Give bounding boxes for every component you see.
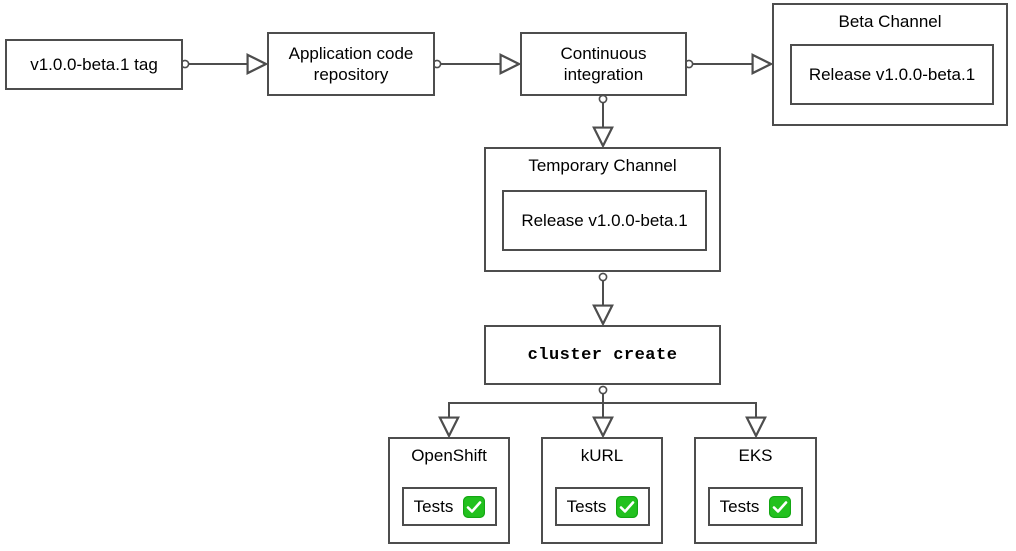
node-temporary-channel-release-label: Release v1.0.0-beta.1	[521, 211, 688, 230]
node-eks-title: EKS	[738, 446, 773, 465]
node-beta-channel-release-label: Release v1.0.0-beta.1	[808, 65, 976, 84]
node-kurl-title: kURL	[580, 446, 624, 465]
check-green-icon	[769, 495, 792, 518]
node-openshift-tests[interactable]: Tests	[402, 487, 497, 526]
node-openshift[interactable]: OpenShift Tests	[388, 437, 510, 544]
node-cluster-create-label: cluster create	[527, 345, 678, 365]
check-green-icon	[463, 495, 486, 518]
node-application-code-repository[interactable]: Application code repository	[267, 32, 435, 96]
node-beta-channel-title: Beta Channel	[838, 12, 942, 31]
node-version-tag-label: v1.0.0-beta.1 tag	[30, 55, 158, 74]
node-eks-tests[interactable]: Tests	[708, 487, 803, 526]
node-kurl-tests[interactable]: Tests	[555, 487, 650, 526]
node-eks[interactable]: EKS Tests	[694, 437, 817, 544]
node-openshift-title: OpenShift	[411, 446, 487, 465]
node-eks-tests-label: Tests	[719, 497, 760, 516]
node-beta-channel-release[interactable]: Release v1.0.0-beta.1	[790, 44, 994, 105]
node-cluster-create[interactable]: cluster create	[484, 325, 721, 385]
node-version-tag[interactable]: v1.0.0-beta.1 tag	[5, 39, 183, 90]
node-continuous-integration-label: Continuous integration	[560, 44, 647, 84]
node-temporary-channel[interactable]: Temporary Channel Release v1.0.0-beta.1	[484, 147, 721, 272]
check-green-icon	[616, 495, 639, 518]
node-kurl[interactable]: kURL Tests	[541, 437, 663, 544]
node-continuous-integration[interactable]: Continuous integration	[520, 32, 687, 96]
node-openshift-tests-label: Tests	[413, 497, 454, 516]
node-beta-channel[interactable]: Beta Channel Release v1.0.0-beta.1	[772, 3, 1008, 126]
node-temporary-channel-title: Temporary Channel	[528, 156, 677, 175]
node-application-code-repository-label: Application code repository	[288, 44, 414, 84]
node-temporary-channel-release[interactable]: Release v1.0.0-beta.1	[502, 190, 707, 251]
node-kurl-tests-label: Tests	[566, 497, 607, 516]
